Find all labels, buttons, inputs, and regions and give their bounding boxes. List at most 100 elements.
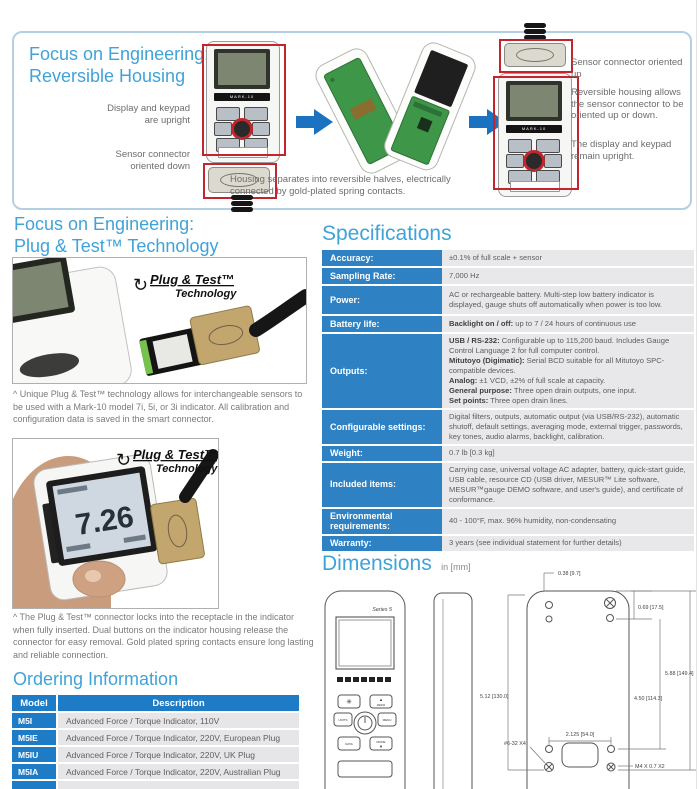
dim-5.12: 5.12 [130.0] — [480, 694, 509, 700]
spec-plain: Three open drain lines. — [488, 396, 568, 405]
spec-plain: Configurable up to 115,200 baud. Include… — [449, 336, 670, 355]
mode-key-label: MODE — [377, 740, 386, 744]
cable — [179, 449, 218, 503]
spec-bold: Backlight on / off: — [449, 319, 514, 328]
panel-heading: Focus on Engineering: Reversible Housing — [29, 43, 209, 87]
plugtest-caption-1: ^ Unique Plug & Test™ technology allows … — [13, 389, 303, 424]
spec-text: Set points: Three open drain lines. — [449, 396, 687, 406]
table-row: Outputs: USB / RS-232: Configurable up t… — [322, 334, 694, 408]
arrow-right-icon — [296, 109, 334, 135]
heading-line2: Reversible Housing — [29, 66, 186, 86]
spec-label: Warranty: — [322, 535, 442, 551]
dim-0.69: 0.69 [17.5] — [638, 605, 664, 611]
model-cell: M5IA — [12, 764, 56, 779]
indicator: 7.26 — [33, 454, 168, 601]
table-row: M5I Advanced Force / Torque Indicator, 1… — [12, 713, 299, 728]
table-row: Warranty: 3 years (see individual statem… — [322, 535, 694, 551]
dim-thread-m4: M4 X 0.7 X2 — [635, 764, 665, 770]
spec-value: 3 years (see individual statement for fu… — [442, 535, 694, 551]
spec-plain: Three open drain outputs, one input. — [511, 386, 637, 395]
units-key-label: UNITS — [339, 718, 348, 722]
table-row: M5IE Advanced Force / Torque Indicator, … — [12, 730, 299, 745]
spec-text: ±0.1% of full scale + sensor — [449, 253, 543, 262]
plugtest-logo-line2: Technology — [175, 288, 237, 300]
device-photo-connector-up: MARK-10 — [482, 23, 587, 209]
front-view-outline — [324, 590, 406, 789]
logo-arrow-icon: ↻ — [133, 275, 148, 295]
plugtest-photo-2: 7.26 ↻ Plug & Test™ Technology — [12, 438, 219, 609]
table-row: Configurable settings: Digital filters, … — [322, 410, 694, 444]
spec-text: Backlight on / off: up to 7 / 24 hours o… — [449, 319, 687, 329]
table-row-partial — [12, 781, 299, 789]
dimensions-units: in [mm] — [441, 562, 471, 572]
heading-line2: Plug & Test™ Technology — [14, 236, 219, 256]
ordering-table: Model Description M5I Advanced Force / T… — [12, 695, 299, 789]
spec-text: Carrying case, universal voltage AC adap… — [449, 464, 686, 504]
ordering-title: Ordering Information — [13, 669, 179, 689]
thumbnail — [85, 570, 101, 582]
dimensions-title: Dimensions — [322, 552, 432, 575]
power-button — [231, 118, 253, 140]
ordering-header-model: Model — [12, 695, 56, 711]
spec-label: Weight: — [322, 446, 442, 461]
spec-text: 7,000 Hz — [449, 271, 480, 280]
heading-line1: Focus on Engineering: — [14, 214, 195, 234]
table-row: M5IA Advanced Force / Torque Indicator, … — [12, 764, 299, 779]
dim-4.50: 4.50 [114.3] — [634, 696, 663, 702]
spec-label: Sampling Rate: — [322, 268, 442, 284]
data-key-label: DATA — [345, 742, 353, 746]
plugtest-heading: Focus on Engineering: Plug & Test™ Techn… — [14, 213, 218, 257]
sensor-connector — [504, 43, 566, 67]
spec-plain: Serial BCD suitable for all Mitutoyo SPC… — [449, 356, 665, 375]
spec-value: USB / RS-232: Configurable up to 115,200… — [442, 334, 694, 408]
spec-value: 7,000 Hz — [442, 268, 694, 284]
highlight-display-keypad — [202, 44, 286, 156]
model-cell: M5IE — [12, 730, 56, 745]
model-cell: M5I — [12, 713, 56, 728]
spec-plain: ±1 VCD, ±2% of full scale at capacity. — [477, 376, 606, 385]
power-button — [523, 150, 545, 172]
plugtest-logo-line1: Plug & Test™ — [150, 272, 234, 287]
label-upright-remain: The display and keypad remain upright. — [571, 139, 672, 162]
dim-2.125: 2.125 [54.0] — [566, 732, 595, 738]
side-view-outline — [433, 592, 473, 789]
dim-5.88: 5.88 [149.4] — [665, 671, 694, 677]
table-row: Battery life: Backlight on / off: up to … — [322, 316, 694, 332]
spec-value: Digital filters, outputs, automatic outp… — [442, 410, 694, 444]
indicator-corner — [13, 258, 132, 383]
plugtest-caption-2: ^ The Plug & Test™ connector locks into … — [13, 612, 314, 660]
spec-label: Outputs: — [322, 334, 442, 408]
mode-key-arrow-icon: ▼ — [379, 744, 383, 749]
spec-label: Battery life: — [322, 316, 442, 332]
spec-label: Environmental requirements: — [322, 508, 442, 534]
spec-text: 40 - 100°F, max. 96% humidity, non-conde… — [449, 516, 617, 525]
spec-text: Analog: ±1 VCD, ±2% of full scale at cap… — [449, 376, 687, 386]
plugtest-logo-line1: Plug & Test™ — [133, 447, 217, 462]
spec-label: Configurable settings: — [322, 410, 442, 444]
backlight-key-icon: ✳ — [346, 698, 352, 706]
brand-strip: MARK-10 — [506, 125, 562, 133]
spec-bold: Analog: — [449, 376, 478, 385]
housing-halves-photo — [315, 42, 476, 174]
spec-value: AC or rechargeable battery. Multi-step l… — [442, 286, 694, 314]
dim-thread-6-32: #6-32 X4 — [504, 741, 526, 747]
description-cell: Advanced Force / Torque Indicator, 220V,… — [58, 764, 299, 779]
label-sensor-down: Sensor connector oriented down — [115, 149, 190, 172]
back-view-outline — [526, 590, 630, 789]
menu-key-label: MENU — [383, 718, 392, 722]
spec-label: Accuracy: — [322, 250, 442, 266]
smart-connector — [150, 497, 205, 565]
spec-bold: Mitutoyo (Digimatic): — [449, 356, 525, 365]
table-row: Environmental requirements: 40 - 100°F, … — [322, 508, 694, 534]
heading-line1: Focus on Engineering: — [29, 44, 210, 64]
table-row: Weight: 0.7 lb [0.3 kg] — [322, 446, 694, 461]
spec-text: USB / RS-232: Configurable up to 115,200… — [449, 336, 687, 356]
model-cell: M5IU — [12, 747, 56, 762]
table-row: Power: AC or rechargeable battery. Multi… — [322, 286, 694, 314]
plugtest-logo-line2: Technology — [156, 463, 218, 475]
device-photo-connector-down: MARK-10 — [192, 39, 296, 212]
spec-value: Carrying case, universal voltage AC adap… — [442, 462, 694, 507]
spec-label: Included items: — [322, 462, 442, 507]
specifications-title: Specifications — [322, 222, 452, 245]
